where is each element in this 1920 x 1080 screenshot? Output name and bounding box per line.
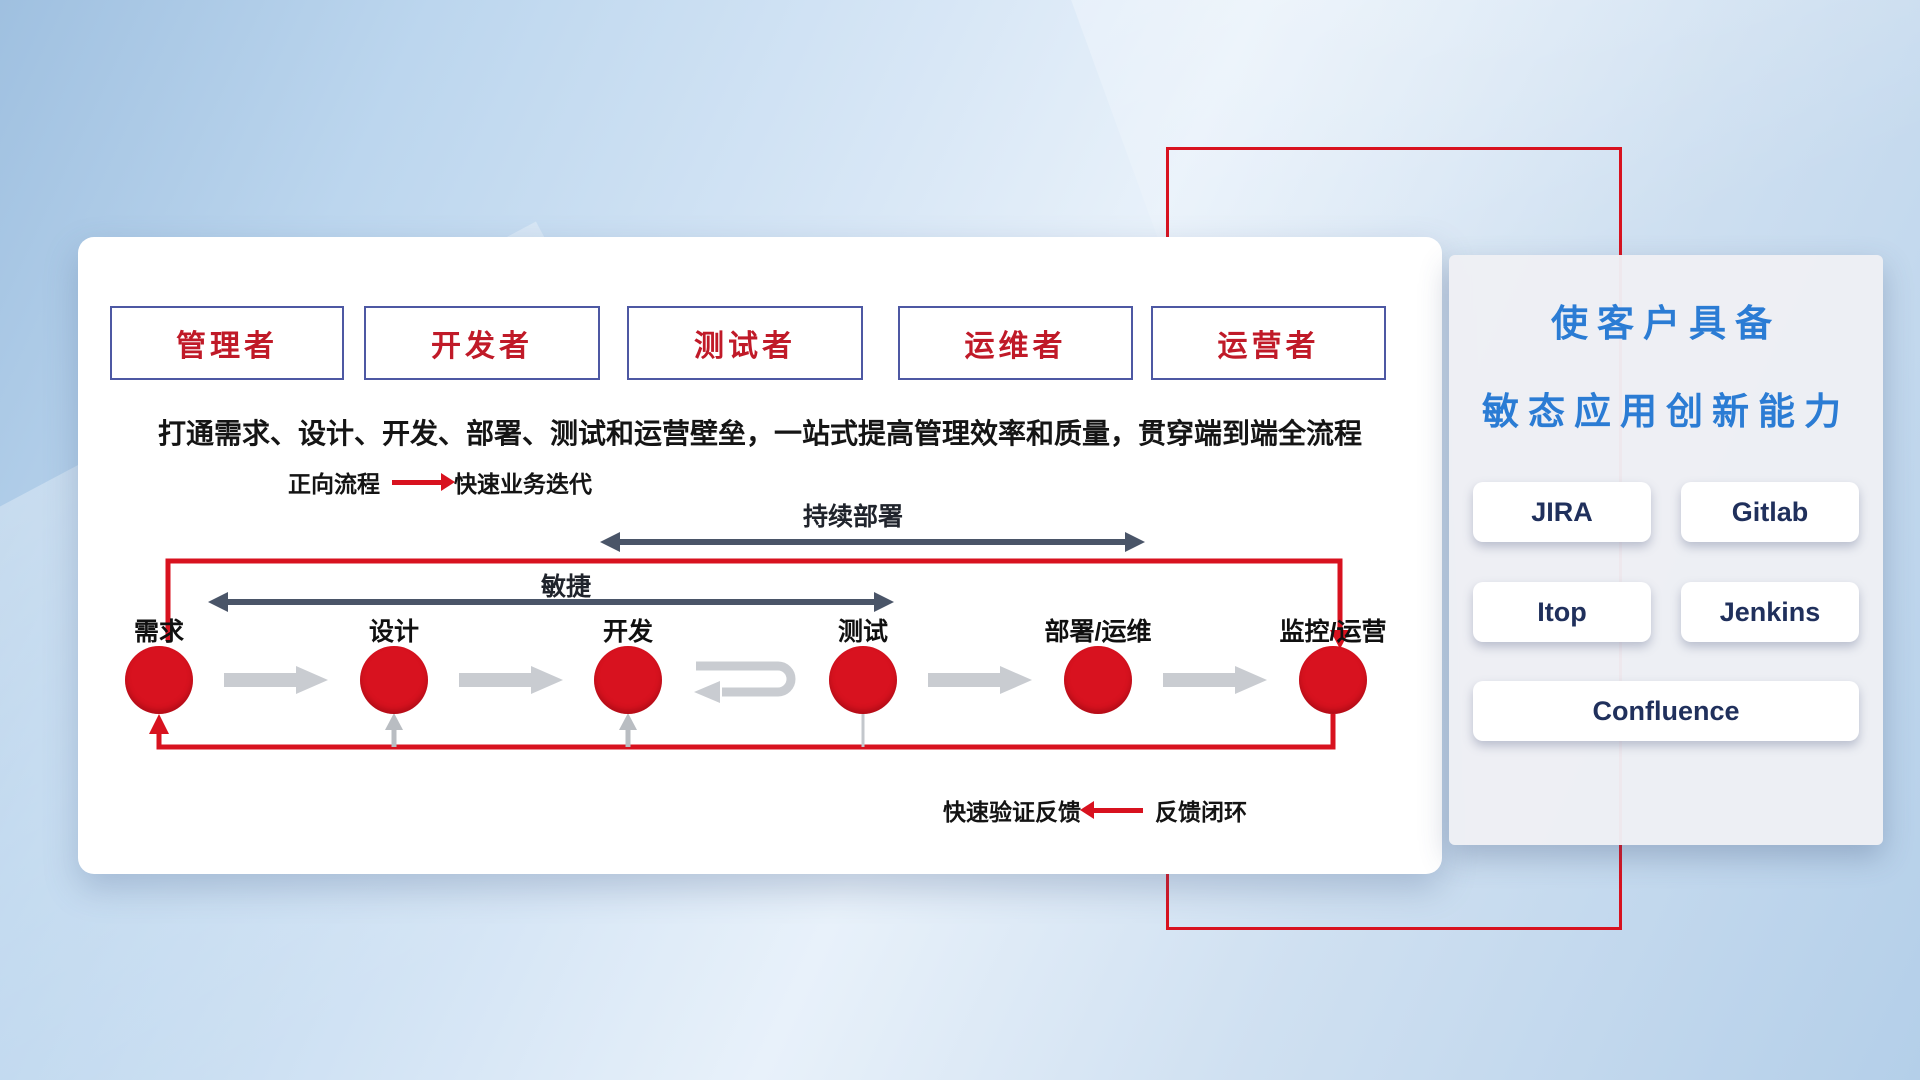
tool-chip-gitlab: Gitlab	[1681, 482, 1859, 542]
role-box-manager: 管理者	[110, 306, 344, 380]
feedback-arrow-icon	[1080, 800, 1143, 819]
step-arrow-icon	[928, 666, 1032, 694]
agile-arrowhead-left	[208, 592, 228, 612]
continuous-deploy-label: 持续部署	[802, 503, 903, 531]
feedback-up-arrowhead-dev	[619, 713, 637, 730]
feedback-loop-arrowhead	[149, 714, 169, 734]
tool-chip-itop: Itop	[1473, 582, 1651, 642]
panel-subtitle: 打通需求、设计、开发、部署、测试和运营壁垒，一站式提高管理效率和质量，贯穿端到端…	[157, 418, 1362, 449]
tool-chip-jira: JIRA	[1473, 482, 1651, 542]
iteration-loop-icon	[696, 661, 796, 697]
legend-forward-desc: 快速业务迭代	[454, 471, 592, 497]
role-box-ops: 运维者	[898, 306, 1133, 380]
continuous-deploy-arrowhead-right	[1125, 532, 1145, 552]
role-label: 运营者	[1217, 330, 1320, 363]
stage-label-monitor-operate: 监控/运营	[1279, 618, 1387, 646]
stage-node-testing	[829, 646, 897, 714]
role-box-tester: 测试者	[627, 306, 863, 380]
stage-label-development: 开发	[602, 618, 653, 646]
stage-label-design: 设计	[368, 618, 419, 646]
stage-node-requirements	[125, 646, 193, 714]
capability-title-line1: 使客户具备	[1551, 303, 1781, 344]
stage-node-deploy-ops	[1064, 646, 1132, 714]
tool-label: JIRA	[1531, 496, 1593, 527]
tool-label: Jenkins	[1719, 596, 1821, 627]
stage-label-deploy-ops: 部署/运维	[1044, 618, 1152, 646]
stage-node-design	[360, 646, 428, 714]
capability-panel: 使客户具备 敏态应用创新能力 JIRA Gitlab Itop Jenkins …	[1449, 255, 1883, 845]
feedback-up-arrowhead-design	[385, 713, 403, 730]
agile-arrowhead-right	[874, 592, 894, 612]
role-box-developer: 开发者	[364, 306, 600, 380]
devops-flow-panel: 管理者 开发者 测试者 运维者 运营者 打通需求、设计、开发、部署、测试和运营壁…	[78, 237, 1442, 874]
agile-label: 敏捷	[540, 573, 591, 601]
stage-node-monitor-operate	[1299, 646, 1367, 714]
step-arrow-icon	[1163, 666, 1267, 694]
tool-label: Itop	[1537, 596, 1587, 627]
step-arrow-icon	[224, 666, 328, 694]
tool-label: Gitlab	[1731, 496, 1809, 527]
role-label: 测试者	[694, 330, 796, 363]
feedback-loop-line	[156, 714, 1336, 750]
stage-label-testing: 测试	[837, 618, 888, 646]
role-label: 开发者	[431, 330, 533, 363]
stage-label-requirements: 需求	[133, 618, 184, 646]
legend-feedback-desc: 快速验证反馈	[943, 799, 1081, 825]
role-label: 管理者	[176, 330, 278, 363]
legend-forward: 正向流程 快速业务迭代	[288, 465, 592, 499]
role-box-operator: 运营者	[1151, 306, 1386, 380]
legend-forward-label: 正向流程	[288, 471, 380, 497]
legend-feedback: 快速验证反馈 反馈闭环	[943, 793, 1247, 827]
stage-node-development	[594, 646, 662, 714]
role-label: 运维者	[964, 330, 1067, 363]
capability-title-line2: 敏态应用创新能力	[1482, 391, 1850, 432]
step-arrow-icon	[459, 666, 563, 694]
continuous-deploy-arrowhead-left	[600, 532, 620, 552]
iteration-loop-arrowhead	[694, 681, 720, 703]
tool-chip-confluence: Confluence	[1473, 681, 1859, 741]
tool-label: Confluence	[1592, 695, 1740, 726]
tool-chip-jenkins: Jenkins	[1681, 582, 1859, 642]
forward-arrow-icon	[392, 472, 455, 491]
legend-feedback-label: 反馈闭环	[1155, 799, 1247, 825]
